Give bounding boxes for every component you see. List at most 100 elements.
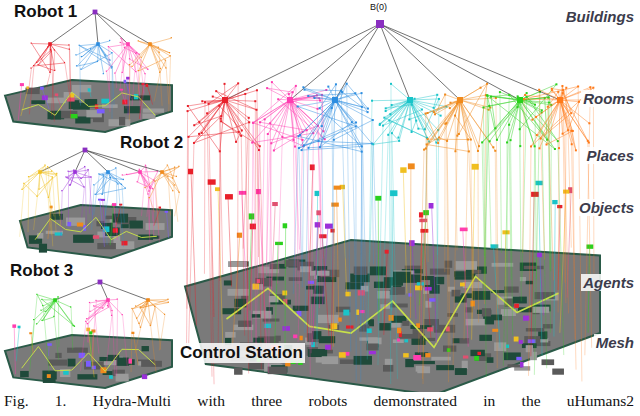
place-node (135, 305, 136, 306)
place-node (66, 177, 67, 178)
object-node (88, 88, 91, 91)
place-node (302, 139, 304, 141)
place-node (496, 139, 498, 141)
place-node (95, 194, 96, 195)
place-place-edge (22, 184, 24, 190)
place-node (109, 40, 110, 41)
place-node (47, 46, 48, 47)
building-room-edge (85, 150, 140, 172)
mesh-patch (55, 232, 63, 235)
mesh-wall (268, 367, 287, 375)
mesh-patch (397, 338, 400, 341)
place-place-edge (39, 175, 56, 189)
place-mesh-edge (70, 50, 71, 92)
place-node (238, 131, 240, 133)
building-room-edge (335, 24, 380, 100)
place-node (73, 325, 74, 326)
object-node (490, 244, 498, 248)
place-mesh-edge (109, 47, 110, 112)
place-node (446, 140, 448, 142)
place-node (145, 165, 146, 166)
room-place-edge (290, 100, 320, 102)
object-node (325, 224, 333, 229)
place-mesh-edge (382, 135, 388, 323)
place-place-edge (524, 86, 578, 99)
mesh-wall (284, 260, 299, 267)
place-node (317, 140, 319, 142)
place-node (30, 67, 31, 68)
place-node (198, 133, 200, 135)
room-place-edge (86, 300, 108, 322)
place-node (159, 72, 160, 73)
mesh-patch (415, 285, 422, 290)
room-place-edge (188, 100, 225, 111)
mesh-patch (70, 114, 77, 118)
room-node (38, 170, 42, 174)
place-node (546, 144, 548, 146)
place-node (578, 101, 580, 103)
place-node (346, 83, 348, 85)
layer-label: Agents (581, 274, 636, 291)
room-place-edge (308, 96, 335, 100)
room-place-edge (130, 44, 150, 65)
room-place-edge (34, 300, 55, 320)
place-node (314, 97, 316, 99)
place-node (165, 60, 166, 61)
room-place-edge (520, 100, 551, 105)
mesh-patch (47, 374, 51, 378)
place-mesh-edge (61, 191, 63, 237)
place-node (36, 294, 37, 295)
place-mesh-edge (261, 119, 265, 317)
room-place-edge (334, 100, 335, 140)
building-room-edge (380, 24, 560, 100)
mesh-patch (492, 329, 498, 332)
room-place-edge (108, 300, 123, 315)
place-node (204, 101, 206, 103)
object-node (272, 202, 278, 206)
place-node (254, 100, 256, 102)
place-mesh-edge (188, 143, 194, 352)
place-node (89, 311, 90, 312)
room-place-edge (426, 100, 460, 149)
object-node (112, 204, 116, 206)
mesh-patch (520, 362, 524, 367)
place-node (478, 145, 480, 147)
place-place-edge (426, 114, 439, 144)
mesh-wall (389, 290, 397, 295)
place-node (331, 107, 333, 109)
place-node (333, 139, 335, 141)
place-node (548, 102, 550, 104)
place-node (122, 314, 123, 315)
place-place-edge (209, 83, 239, 103)
object-node (126, 77, 130, 80)
place-node (454, 115, 456, 117)
place-mesh-edge (173, 178, 178, 221)
room-place-edge (290, 100, 325, 139)
place-node (33, 65, 34, 66)
place-node (154, 306, 155, 307)
place-node (307, 95, 309, 97)
place-mesh-edge (92, 185, 95, 230)
room-node (332, 97, 338, 103)
layer-label: Rooms (581, 90, 636, 107)
place-place-edge (81, 170, 88, 179)
mesh-wall (526, 345, 533, 352)
place-node (40, 310, 41, 311)
place-node (519, 128, 521, 130)
place-node (31, 43, 32, 44)
place-node (140, 307, 141, 308)
place-mesh-edge (241, 136, 244, 336)
place-node (444, 94, 446, 96)
place-mesh-edge (539, 90, 544, 260)
place-node (107, 305, 108, 306)
place-node (111, 315, 112, 316)
place-node (437, 142, 439, 144)
place-mesh-edge (186, 111, 188, 309)
place-node (411, 131, 413, 133)
mesh-wall (370, 266, 386, 275)
place-node (137, 181, 138, 182)
mesh-wall (543, 324, 553, 328)
place-node (438, 137, 440, 139)
place-node (480, 87, 482, 89)
mesh-wall (253, 338, 263, 343)
